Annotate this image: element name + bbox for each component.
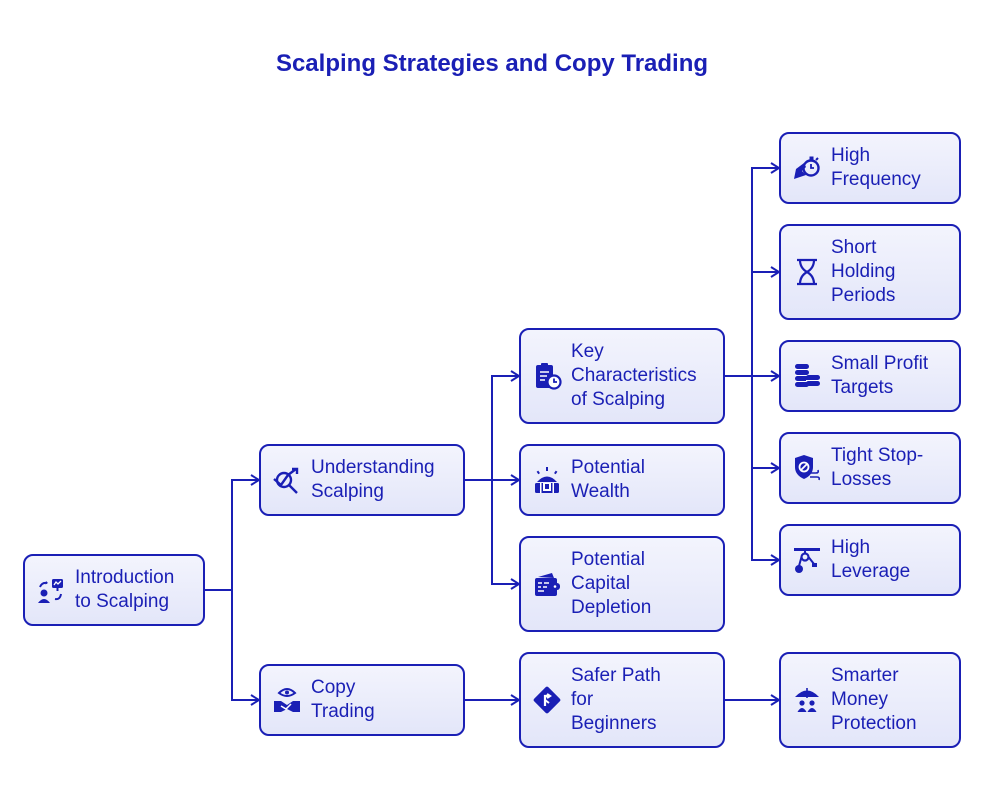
node-label: Understanding Scalping: [311, 457, 435, 502]
direction-sign-icon: [531, 684, 563, 716]
node-label: Potential Wealth: [571, 457, 645, 502]
node-label: Short Holding Periods: [831, 237, 896, 306]
node-label: Potential Capital Depletion: [571, 549, 652, 618]
node-key-characteristics[interactable]: Key Characteristics of Scalping: [519, 328, 725, 424]
node-label: High Frequency: [831, 145, 921, 190]
hand-stopwatch-icon: [791, 152, 823, 184]
wallet-cards-icon: [531, 568, 563, 600]
node-introduction-to-scalping[interactable]: Introduction to Scalping: [23, 554, 205, 626]
treasure-chest-icon: [531, 464, 563, 496]
node-high-frequency[interactable]: High Frequency: [779, 132, 961, 204]
node-tight-stop-losses[interactable]: Tight Stop- Losses: [779, 432, 961, 504]
node-safer-path-for-beginners[interactable]: Safer Path for Beginners: [519, 652, 725, 748]
edge-key-to-stoploss: [751, 376, 779, 468]
node-understanding-scalping[interactable]: Understanding Scalping: [259, 444, 465, 516]
chart-magnifier-icon: [271, 464, 303, 496]
node-high-leverage[interactable]: High Leverage: [779, 524, 961, 596]
coin-stacks-icon: [791, 360, 823, 392]
node-smarter-money-protection[interactable]: Smarter Money Protection: [779, 652, 961, 748]
edge-key-to-holding: [751, 272, 779, 376]
node-label: Tight Stop- Losses: [831, 445, 924, 490]
node-short-holding-periods[interactable]: Short Holding Periods: [779, 224, 961, 320]
node-small-profit-targets[interactable]: Small Profit Targets: [779, 340, 961, 412]
node-label: Small Profit Targets: [831, 353, 929, 398]
node-copy-trading[interactable]: Copy Trading: [259, 664, 465, 736]
edge-intro-to-understanding: [231, 480, 259, 590]
clipboard-clock-icon: [531, 360, 563, 392]
edge-understanding-to-depletion: [491, 480, 519, 584]
node-label: Introduction to Scalping: [75, 567, 175, 612]
hourglass-icon: [791, 256, 823, 288]
lever-pulley-icon: [791, 544, 823, 576]
node-potential-wealth[interactable]: Potential Wealth: [519, 444, 725, 516]
edge-understanding-to-key: [491, 376, 519, 480]
edge-key-to-leverage: [751, 376, 779, 560]
edge-intro-to-copy: [231, 590, 259, 700]
node-label: Safer Path for Beginners: [571, 665, 661, 734]
node-label: High Leverage: [831, 537, 911, 582]
diagram-title: Scalping Strategies and Copy Trading: [275, 50, 709, 77]
eye-handshake-icon: [271, 684, 303, 716]
node-potential-capital-depletion[interactable]: Potential Capital Depletion: [519, 536, 725, 632]
node-label: Key Characteristics of Scalping: [571, 341, 697, 410]
shield-wind-icon: [791, 452, 823, 484]
node-label: Smarter Money Protection: [831, 665, 917, 734]
node-label: Copy Trading: [311, 677, 375, 722]
umbrella-people-icon: [791, 684, 823, 716]
presentation-user-icon: [35, 574, 67, 606]
